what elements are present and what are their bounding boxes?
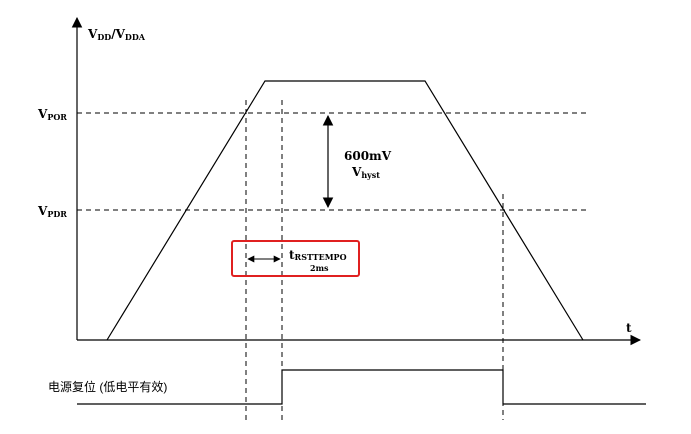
supply-voltage-curve [106,80,584,341]
reset-tempo-highlight-box [231,240,360,277]
reset-tempo-label: tRSTTEMPO [289,248,347,262]
reset-tempo-value: 2ms [310,263,329,273]
hysteresis-label: Vhyst [351,165,380,180]
vpdr-label: VPDR [37,204,67,219]
reset-signal-waveform [77,369,646,405]
y-axis-label: VDD/VDDA [87,27,146,42]
x-axis-label: t [626,321,632,335]
reset-signal-label: 电源复位 (低电平有效) [48,379,167,394]
hysteresis-value: 600mV [344,149,392,163]
vpor-label: VPOR [37,107,67,122]
